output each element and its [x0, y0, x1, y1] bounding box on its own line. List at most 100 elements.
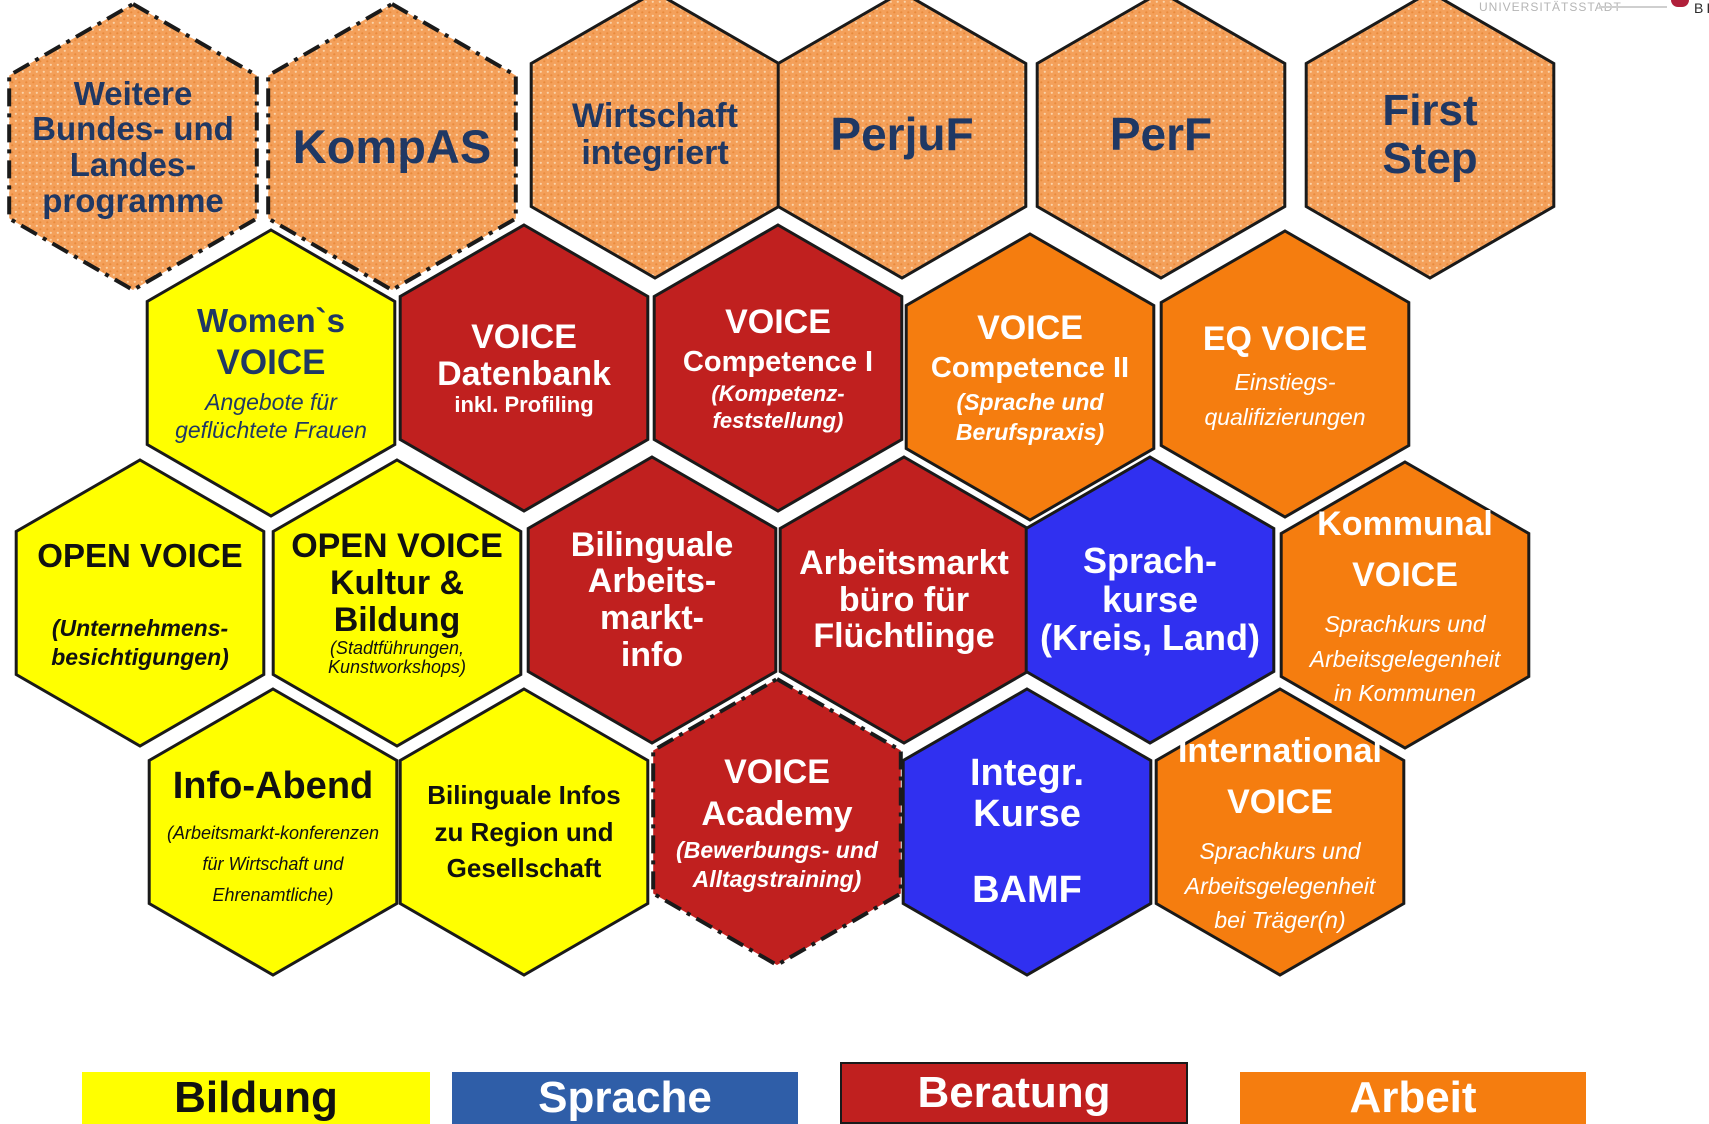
- hexagon-openkultur-line: (Stadtführungen,: [329, 637, 465, 658]
- hexagon-bilingualinfo-line: info: [620, 635, 684, 674]
- hexagon-sprachkurse-line: (Kreis, Land): [1039, 617, 1261, 659]
- hexagon-label-kompas: KompAS: [267, 12, 517, 282]
- hexagon-kommunal-line: in Kommunen: [1334, 680, 1476, 707]
- hexagon-arbeitsmarktbuero-line: Flüchtlinge: [813, 617, 995, 656]
- hexagon-label-perf: PerF: [1036, 0, 1286, 270]
- hexagon-eqvoice: [1159, 229, 1411, 519]
- hexagon-firststep-line: Step: [1382, 134, 1478, 183]
- hexagon-international-line: VOICE: [1227, 783, 1333, 822]
- hexagon-firststep-line: First: [1382, 86, 1478, 136]
- hexagon-womens-line: geflüchtete Frauen: [175, 417, 367, 444]
- hexagon-eqvoice-line: Einstiegs-: [1234, 369, 1336, 395]
- hexagon-openkultur-line: Kunstworkshops): [327, 657, 467, 678]
- hexagon-competence2: [904, 232, 1156, 522]
- hexagon-perf-line: PerF: [1109, 108, 1213, 161]
- hexagon-openkultur: [271, 458, 523, 748]
- hexagon-academy-line: (Bewerbungs- und: [676, 836, 878, 863]
- legend-item-bildung: Bildung: [82, 1072, 430, 1124]
- hexagon-bilingualinfo-line: markt-: [600, 599, 704, 637]
- hexagon-openkultur-line: Bildung: [333, 600, 461, 639]
- hexagon-international-line: bei Träger(n): [1214, 907, 1346, 934]
- hexagon-international-line: Arbeitsgelegenheit: [1184, 872, 1376, 899]
- hexagon-datenbank-line: VOICE: [471, 318, 577, 357]
- hexagon-weitere-line: Weitere: [73, 74, 193, 112]
- hexagon-womens-line: Angebote für: [205, 389, 337, 416]
- hexagon-competence2-line: (Sprache und: [956, 389, 1104, 416]
- hexagon-datenbank: [398, 223, 650, 513]
- hexagon-academy-line: Alltagstraining): [692, 865, 862, 892]
- hexagon-datenbank-line: Datenbank: [437, 355, 611, 394]
- hexagon-bilingualinfos-line: Bilinguale Infos: [427, 780, 621, 811]
- hexagon-openkultur-line: OPEN VOICE: [291, 527, 503, 566]
- hexagon-bilingualinfo-line: Bilinguale: [570, 525, 734, 564]
- hexagon-kommunal-line: Kommunal: [1317, 505, 1493, 544]
- hexagon-bilingualinfos-line: Gesellschaft: [446, 853, 602, 884]
- hexagon-arbeitsmarktbuero-line: Arbeitsmarkt: [799, 543, 1009, 582]
- hexagon-womens: [145, 228, 397, 518]
- hexagon-datenbank-line: inkl. Profiling: [454, 391, 594, 417]
- hexagon-sprachkurse-line: Sprach-: [1082, 539, 1218, 581]
- logo-emblem-icon: [1671, 0, 1689, 7]
- hexagon-competence1-line: feststellung): [712, 408, 844, 434]
- hexagon-academy-line: VOICE: [724, 752, 830, 791]
- hexagon-kompas-line: KompAS: [292, 119, 492, 173]
- hexagon-competence1-line: (Kompetenz-: [711, 380, 845, 406]
- hexagon-perjuf-line: PerjuF: [830, 108, 974, 161]
- legend-item-sprache: Sprache: [452, 1072, 798, 1124]
- hexagon-competence2-line: Berufspraxis): [955, 418, 1105, 445]
- hexagon-wirtschaft-line: Wirtschaft: [572, 97, 738, 136]
- hexagon-perjuf: [776, 0, 1028, 280]
- hexagon-kommunal-line: Arbeitsgelegenheit: [1309, 645, 1501, 672]
- hexagon-integr-line: BAMF: [972, 868, 1082, 911]
- hexagon-international: [1154, 687, 1406, 977]
- hexagon-wirtschaft-line: integriert: [581, 134, 729, 172]
- hexagon-kompas: [266, 1, 518, 293]
- hexagon-integr-line: Kurse: [973, 793, 1081, 836]
- hexagon-kommunal-line: VOICE: [1352, 556, 1458, 595]
- hexagon-bilingualinfo-line: Arbeits-: [587, 562, 717, 601]
- hexagon-competence1-line: Competence I: [682, 345, 874, 378]
- hexagon-integr: [901, 687, 1153, 977]
- hexagon-bilingualinfo: [526, 455, 778, 745]
- hexagon-academy: [651, 676, 903, 968]
- hexagon-firststep: [1304, 0, 1556, 280]
- hexagon-openvoice-line: besichtigungen): [51, 643, 229, 670]
- hexagon-international-line: International: [1177, 732, 1383, 771]
- hexagon-competence1: [652, 223, 904, 513]
- hexagon-weitere-line: Landes-: [69, 146, 197, 183]
- hexagon-arbeitsmarktbuero-line: büro für: [838, 580, 970, 619]
- hexagon-womens-line: Women`s: [197, 302, 345, 340]
- logo-right-text: BIEDEN: [1694, 0, 1709, 16]
- hexagon-openvoice: [14, 458, 266, 748]
- hexagon-weitere-line: programme: [42, 181, 224, 219]
- hexagon-infoabend-line: Ehrenamtliche): [212, 884, 334, 905]
- hexagon-eqvoice-line: qualifizierungen: [1204, 403, 1366, 430]
- hexagon-eqvoice-line: EQ VOICE: [1202, 320, 1368, 358]
- hexagon-label-eqvoice: EQ VOICE Einstiegs-qualifizierungen: [1160, 239, 1410, 509]
- hexagon-competence1-line: VOICE: [725, 303, 831, 342]
- legend-item-arbeit: Arbeit: [1240, 1072, 1586, 1124]
- hexagon-competence2-line: VOICE: [977, 309, 1083, 348]
- hexagon-bilingualinfos: [398, 687, 650, 977]
- logo-divider: [1599, 6, 1667, 8]
- university-logo: UNIVERSITÄTSSTADT BIEDEN: [1449, 0, 1709, 16]
- hexagon-label-openvoice: OPEN VOICE(Unternehmens-besichtigungen): [15, 468, 265, 738]
- hexagon-sprachkurse-line: kurse: [1101, 578, 1199, 620]
- hexagon-perf: [1035, 0, 1287, 280]
- hexagon-international-line: Sprachkurs und: [1199, 838, 1361, 865]
- hexagon-label-sprachkurse: Sprach-kurse(Kreis, Land): [1025, 465, 1275, 735]
- hexagon-infoabend-line: (Arbeitsmarkt-konferenzen: [166, 823, 380, 844]
